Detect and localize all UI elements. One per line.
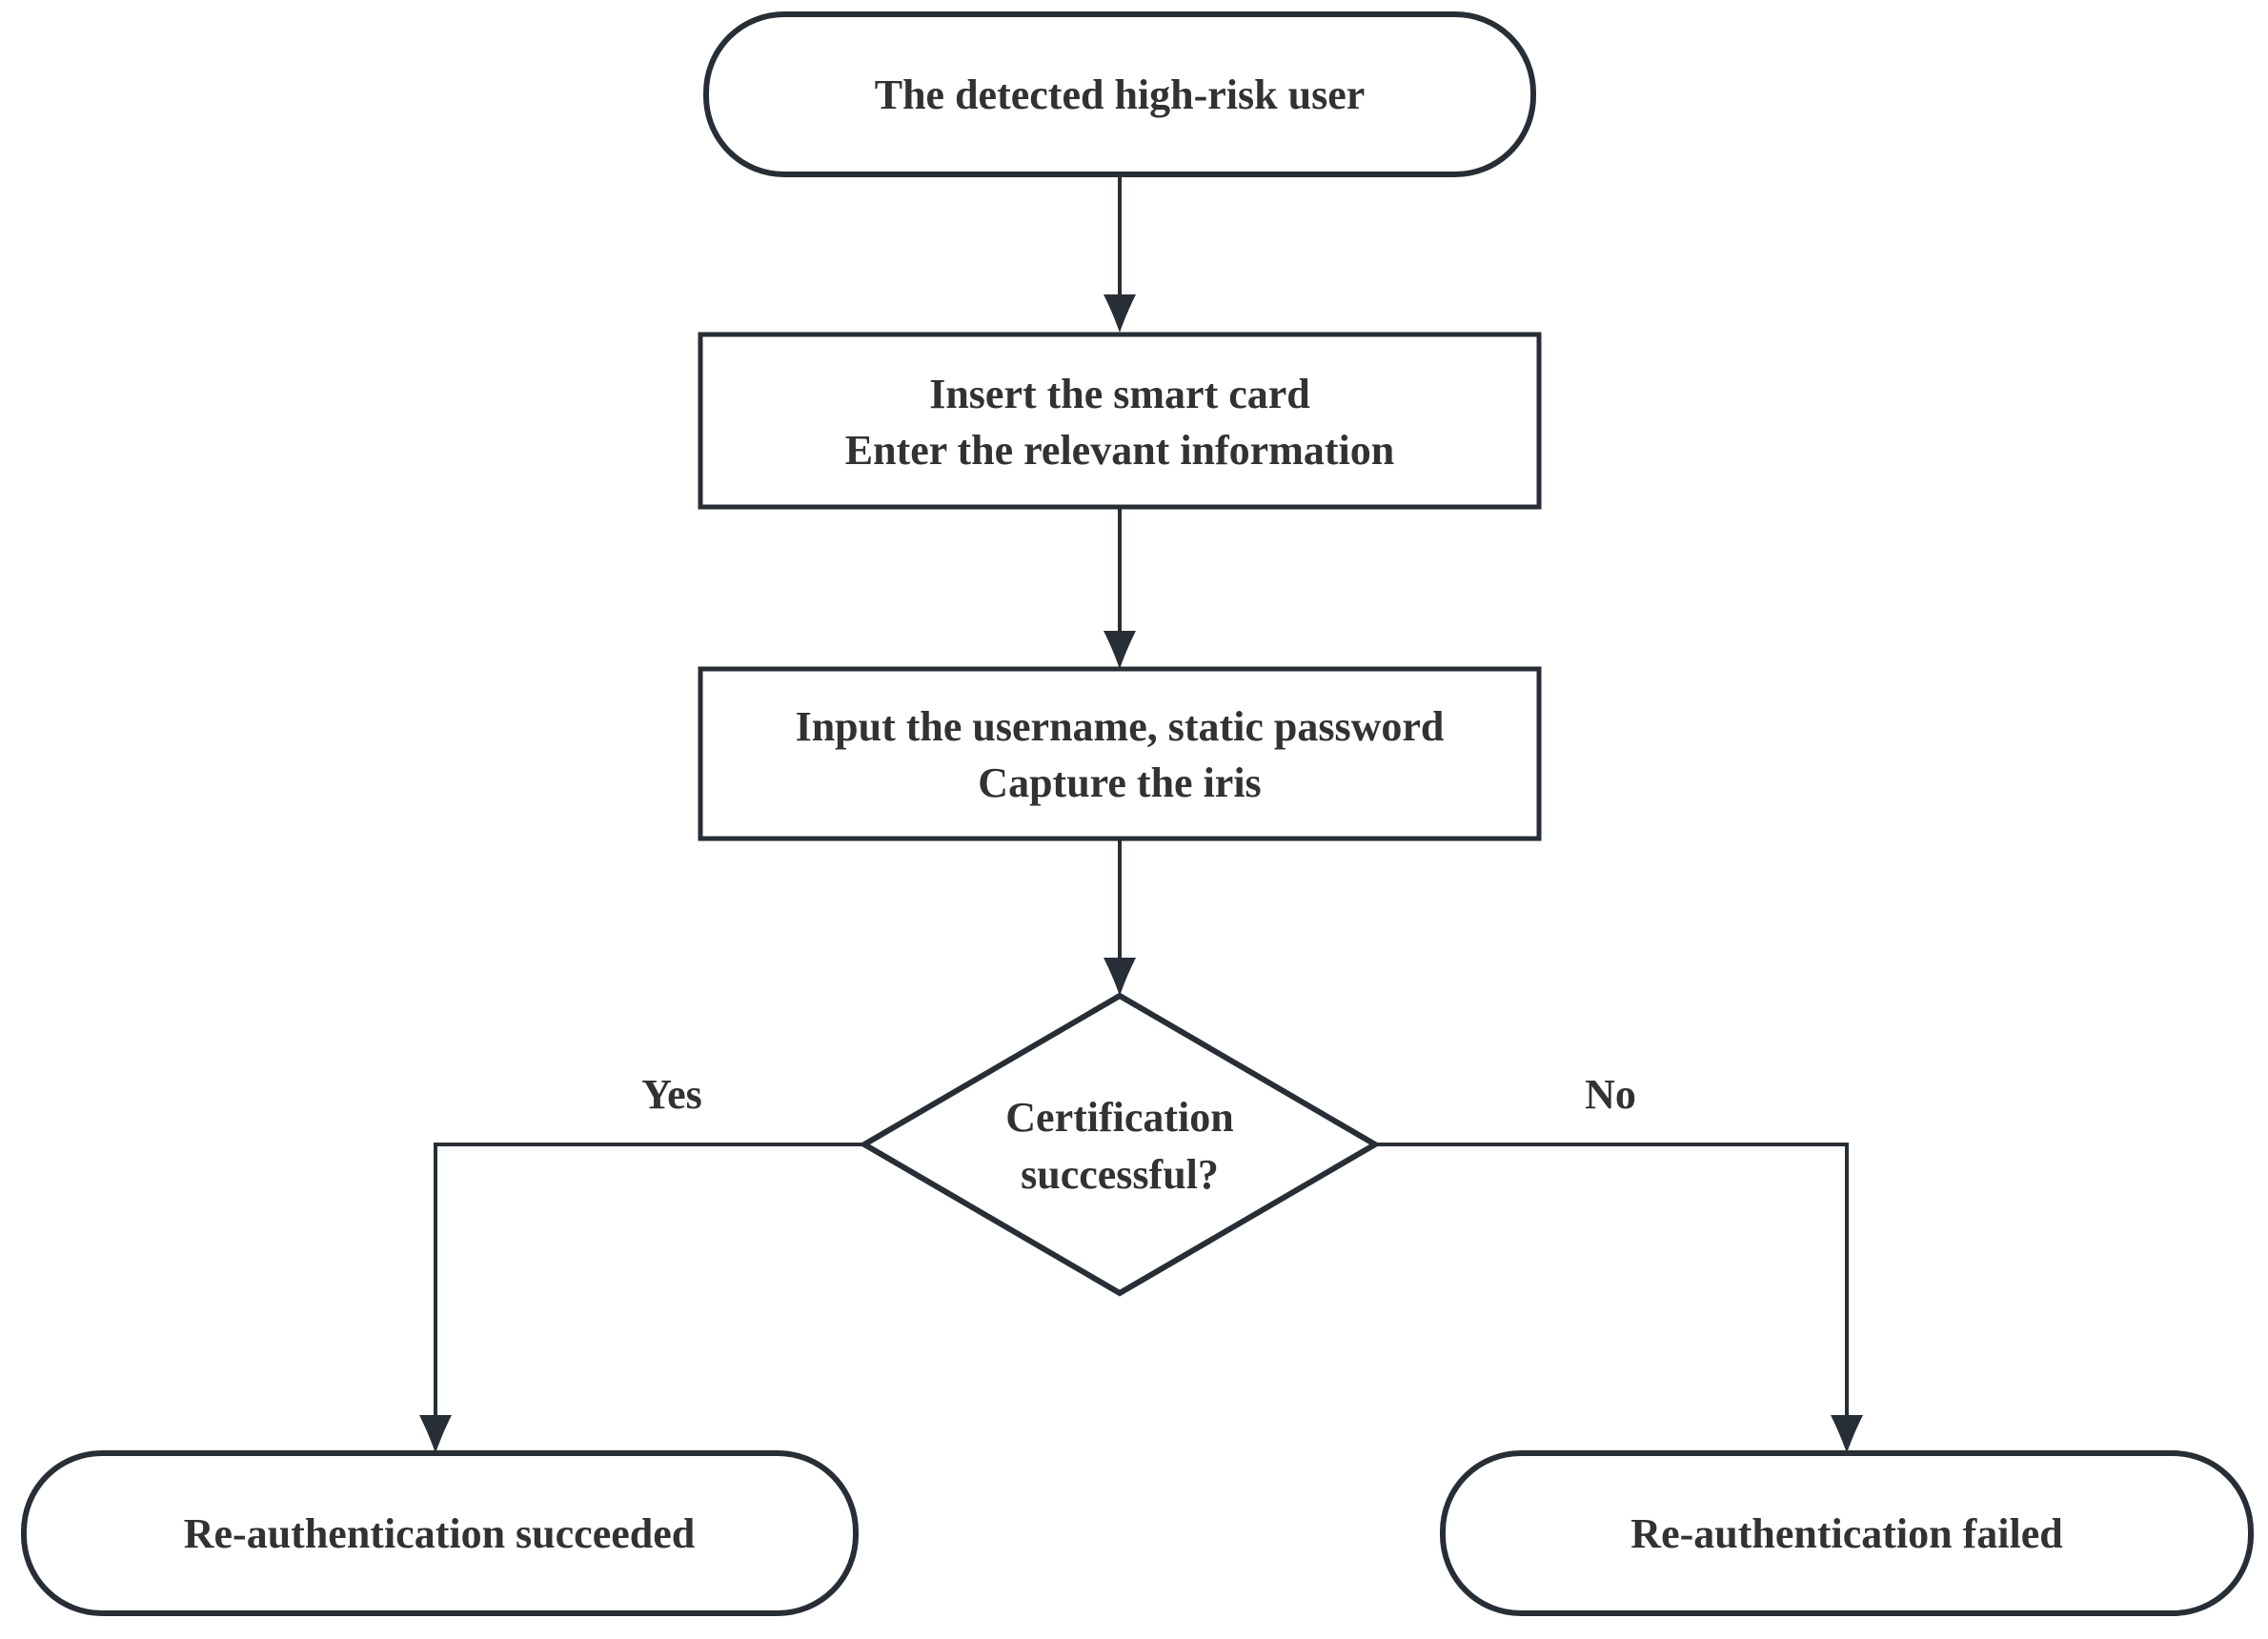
no-label: No <box>1585 1071 1636 1118</box>
node-start: The detected high-risk user <box>703 11 1536 177</box>
edge-insert-to-input <box>1104 507 1136 669</box>
arrowhead-no-branch <box>1831 1415 1863 1453</box>
node-failure: Re-authentication failed <box>1440 1450 2254 1616</box>
insert-line-2: Enter the relevant information <box>845 427 1394 474</box>
edge-yes-branch: Yes <box>419 1071 864 1453</box>
edge-yes-branch-line <box>434 1143 864 1420</box>
edge-input-to-decision <box>1104 839 1136 996</box>
arrowhead-input-to-decision <box>1104 958 1136 996</box>
input-line-1: Input the username, static password <box>796 703 1445 750</box>
decision-line-1: Certification <box>1005 1094 1233 1141</box>
start-label: The detected high-risk user <box>875 71 1366 118</box>
node-input: Input the username, static password Capt… <box>698 666 1542 841</box>
yes-label: Yes <box>641 1071 702 1118</box>
edge-no-branch-line <box>1375 1143 1849 1420</box>
node-success-terminator <box>21 1450 859 1616</box>
edge-no-branch: No <box>1375 1071 1863 1453</box>
node-insert-process <box>698 332 1542 510</box>
failure-label: Re-authentication failed <box>1630 1510 2062 1557</box>
arrowhead-yes-branch <box>419 1415 452 1453</box>
decision-line-2: successful? <box>1021 1151 1219 1198</box>
node-success: Re-authentication succeeded <box>21 1450 859 1616</box>
node-decision: Certification successful? <box>859 992 1381 1297</box>
node-input-process <box>698 666 1542 841</box>
edge-start-to-insert <box>1104 174 1136 333</box>
node-decision-diamond <box>859 992 1381 1297</box>
success-label: Re-authentication succeeded <box>184 1510 696 1557</box>
insert-line-1: Insert the smart card <box>929 371 1310 417</box>
node-insert: Insert the smart card Enter the relevant… <box>698 332 1542 510</box>
input-line-2: Capture the iris <box>978 759 1261 806</box>
node-start-terminator <box>703 11 1536 177</box>
arrowhead-insert-to-input <box>1104 631 1136 669</box>
node-failure-terminator <box>1440 1450 2254 1616</box>
arrowhead-start-to-insert <box>1104 294 1136 333</box>
